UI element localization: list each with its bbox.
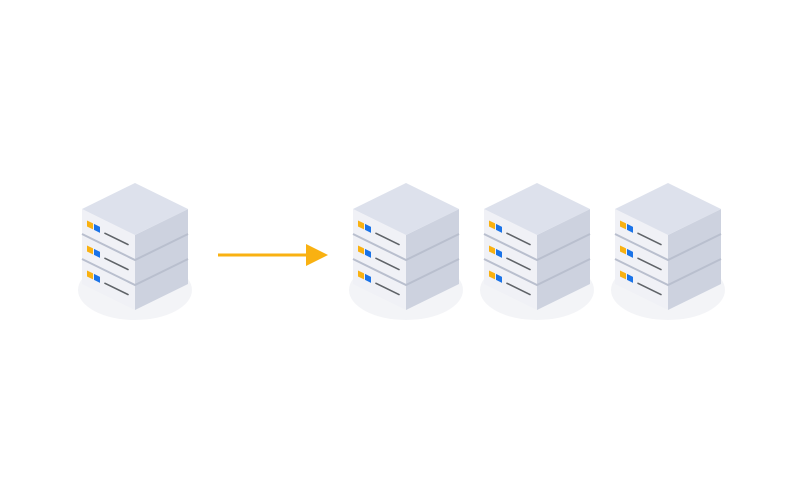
server-unit [483, 258, 591, 296]
status-led-yellow [358, 245, 364, 255]
status-led-yellow [87, 220, 93, 230]
status-led-yellow [358, 220, 364, 230]
drive-slot-line [506, 232, 531, 246]
status-led-yellow [489, 270, 495, 280]
drive-slot-line [104, 232, 129, 246]
stack-right-face [135, 209, 188, 310]
status-led-blue [94, 223, 100, 233]
status-led-blue [627, 248, 633, 258]
server-unit [87, 220, 129, 246]
status-led-blue [365, 273, 371, 283]
server-stack-icon [78, 183, 192, 320]
server-stack-icon [611, 183, 725, 320]
drive-slot-line [375, 257, 400, 271]
status-led-blue [496, 223, 502, 233]
drive-slot-line [375, 232, 400, 246]
drive-slot-line [104, 257, 129, 271]
server-unit [614, 258, 722, 296]
drive-slot-line [637, 232, 662, 246]
drive-slot-line [506, 257, 531, 271]
status-led-blue [365, 223, 371, 233]
stack-right-face [406, 209, 459, 310]
unit-seam [352, 233, 460, 262]
status-led-blue [94, 248, 100, 258]
unit-seam [614, 258, 722, 287]
server-unit [614, 233, 722, 271]
status-led-yellow [620, 270, 626, 280]
stack-right-face [537, 209, 590, 310]
status-led-yellow [358, 270, 364, 280]
unit-seam [81, 233, 189, 262]
status-led-yellow [620, 220, 626, 230]
server-unit [483, 233, 591, 271]
server-unit [352, 233, 460, 271]
unit-seam [483, 258, 591, 287]
server-unit [358, 220, 400, 246]
unit-seam [81, 258, 189, 287]
arrow-right-icon [306, 244, 328, 266]
server-stack-icon [349, 183, 463, 320]
status-led-blue [496, 248, 502, 258]
drive-slot-line [104, 282, 129, 296]
status-led-yellow [489, 220, 495, 230]
status-led-yellow [87, 245, 93, 255]
stack-top-face [615, 183, 721, 235]
server-unit [352, 258, 460, 296]
server-unit [81, 258, 189, 296]
unit-seam [352, 258, 460, 287]
server-stack-icon [480, 183, 594, 320]
stack-top-face [484, 183, 590, 235]
status-led-yellow [620, 245, 626, 255]
drive-slot-line [637, 282, 662, 296]
status-led-blue [627, 273, 633, 283]
status-led-yellow [87, 270, 93, 280]
drive-slot-line [637, 257, 662, 271]
source-server-group [78, 183, 192, 320]
server-unit [620, 220, 662, 246]
server-unit [489, 220, 531, 246]
stack-top-face [353, 183, 459, 235]
status-led-blue [365, 248, 371, 258]
status-led-blue [627, 223, 633, 233]
unit-seam [483, 233, 591, 262]
target-server-group [349, 183, 725, 320]
stack-top-face [82, 183, 188, 235]
stack-right-face [668, 209, 721, 310]
server-unit [81, 233, 189, 271]
scale-out-arrow [218, 244, 328, 266]
status-led-yellow [489, 245, 495, 255]
drive-slot-line [506, 282, 531, 296]
status-led-blue [94, 273, 100, 283]
status-led-blue [496, 273, 502, 283]
unit-seam [614, 233, 722, 262]
drive-slot-line [375, 282, 400, 296]
